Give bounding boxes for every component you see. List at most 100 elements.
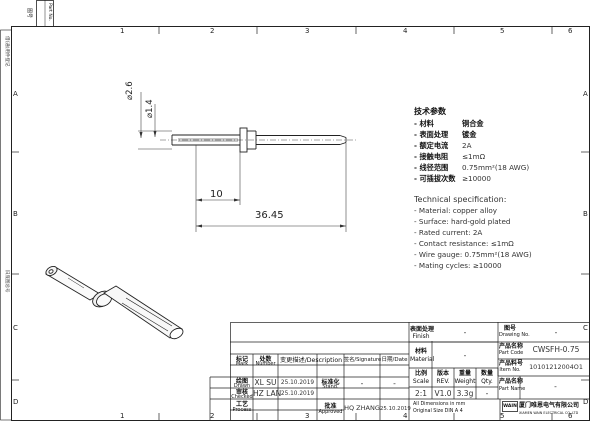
tb-qty-value: - [485, 389, 489, 398]
tb-standard-en: Stand. [322, 384, 339, 390]
tb-part-name-en: Part Name [499, 386, 526, 392]
margin-text-2: 旧底图总号 [4, 270, 9, 293]
tb-approved-name: HQ ZHANG [344, 404, 380, 412]
col-label-6: 6 [568, 27, 573, 35]
tb-item-no-cn: 产品料号 [499, 360, 524, 367]
tb-checked-name: HZ LAN [253, 389, 282, 398]
col-label-bottom-2: 2 [210, 412, 215, 420]
col-label-4: 4 [403, 27, 408, 35]
tb-checked-en: Checked [231, 394, 253, 400]
tb-material-value: - [463, 351, 467, 360]
company-name-en: XIAMEN WAIN ELECTRICAL CO.,LTD [519, 411, 579, 415]
dim-length-total: 36.45 [255, 210, 284, 221]
tb-part-code-cn: 产品名称 [499, 343, 524, 350]
col-label-3: 3 [305, 27, 310, 35]
col-label-5: 5 [500, 27, 505, 35]
tb-finish-value: - [463, 328, 467, 337]
tb-standard-value: - [360, 379, 364, 388]
tb-number-cn: 处数 [259, 356, 272, 363]
row-label-right-A: A [583, 90, 588, 98]
tb-checked-cn: 审核 [235, 389, 248, 396]
tb-rev-value: V1.0 [434, 389, 452, 398]
tb-notes-line2: Original Size DIN A 4 [413, 409, 463, 414]
margin-text-1: 借(通)用件登记 [4, 36, 9, 67]
tb-finish-cn: 表面处理 [410, 326, 435, 333]
tb-mark-en: Mark [235, 361, 249, 367]
specs-cn-title: 技术参数 [414, 107, 446, 116]
spec-cn-item: - 可插拔次数≥10000 [414, 173, 491, 183]
row-label-right-C: C [583, 324, 588, 332]
tb-qty-cn: 数量 [480, 370, 493, 377]
tb-process-cn: 工艺 [235, 401, 248, 408]
tb-mark-cn: 标记 [235, 356, 248, 363]
spec-cn-item: - 材料铜合金 [414, 119, 484, 128]
tb-approved-date: 25.10.2019 [380, 406, 411, 412]
tb-drawn-cn: 绘图 [235, 378, 248, 385]
specs-en-title: Technical specification: [414, 195, 507, 204]
spec-en-item: - Mating cycles: ≥10000 [414, 260, 502, 270]
tb-scale-cn: 比例 [414, 370, 427, 377]
row-label-B: B [13, 210, 18, 218]
tb-approved-en: Approved [318, 409, 343, 415]
tb-notes-line1: All Dimensions in mm [413, 402, 466, 407]
col-label-bottom-6: 6 [568, 412, 573, 420]
specs-en-list: - Material: copper alloy - Surface: hard… [414, 206, 532, 271]
tb-signature-header: 签名/Signature [344, 357, 382, 363]
dimension-lines [138, 92, 347, 232]
tb-description-header: 变更描述/Description [279, 357, 343, 364]
company-name-cn: 厦门唯恩电气有限公司 [519, 402, 580, 409]
pin-side-view [160, 127, 356, 153]
col-label-bottom-1: 1 [120, 412, 125, 420]
tb-finish-en: Finish [412, 333, 430, 340]
tb-part-code-en: Part Code [499, 350, 524, 356]
row-label-right-B: B [583, 210, 588, 218]
dim-dia-inner: ⌀1.4 [145, 99, 155, 118]
row-label-A: A [13, 90, 18, 98]
spec-en-item: - Contact resistance: ≤1mΩ [414, 238, 514, 248]
tb-drawn-date: 25.10.2019 [280, 380, 315, 386]
dim-dia-inner-value: 1.4 [145, 99, 155, 113]
pin-isometric-view [45, 265, 184, 340]
tb-drawing-no-value: - [554, 328, 558, 337]
tb-drawn-en: Drawn [233, 383, 251, 389]
dim-length-short: 10 [210, 189, 223, 200]
spec-cn-item: - 表面处理镀金 [414, 129, 477, 139]
tb-drawing-no-en: Drawing No. [499, 332, 530, 338]
spec-en-item: - Wire gauge: 0.75mm²(18 AWG) [414, 249, 532, 259]
tb-part-name-value: - [554, 382, 557, 391]
dim-dia-outer: ⌀2.6 [125, 81, 135, 100]
spec-cn-item: - 接触电阻≤1mΩ [414, 151, 486, 161]
tb-rev-en: REV. [436, 378, 450, 385]
stamp-text-en: Part No. [47, 3, 52, 21]
row-label-D: D [13, 398, 19, 406]
spec-en-item: - Surface: hard-gold plated [414, 216, 511, 226]
tb-weight-en: Weight [454, 378, 476, 385]
company-logo [502, 401, 518, 412]
tb-date-header: 日期/Date [381, 357, 408, 363]
tb-drawing-no-cn: 图号 [503, 325, 516, 332]
tb-drawn-name: XL SU [254, 378, 277, 387]
col-label-bottom-5: 5 [500, 412, 505, 420]
tb-scale-value: 2:1 [414, 389, 428, 398]
stamp-text-cn: 图号 [26, 8, 32, 19]
tb-checked-date: 25.10.2019 [280, 391, 315, 397]
row-label-C: C [13, 324, 18, 332]
tb-material-en: Material [410, 356, 435, 363]
company-logo-text: WAIN [503, 404, 517, 409]
tb-weight-value: 3.3g [456, 389, 474, 398]
tb-material-cn: 材料 [414, 348, 427, 355]
col-label-2: 2 [210, 27, 215, 35]
tb-part-code-value: CWSFH-0.75 [532, 345, 580, 354]
col-label-1: 1 [120, 27, 125, 35]
spec-en-item: - Material: copper alloy [414, 206, 497, 215]
tb-part-name-cn: 产品名称 [499, 378, 524, 385]
col-label-bottom-3: 3 [305, 412, 310, 420]
tb-qty-en: Qty. [481, 378, 493, 385]
row-label-right-D: D [583, 398, 589, 406]
tb-item-no-value: 10101212004O1 [529, 363, 583, 371]
dim-dia-outer-value: 2.6 [125, 81, 135, 95]
spec-en-item: - Rated current: 2A [414, 227, 483, 237]
